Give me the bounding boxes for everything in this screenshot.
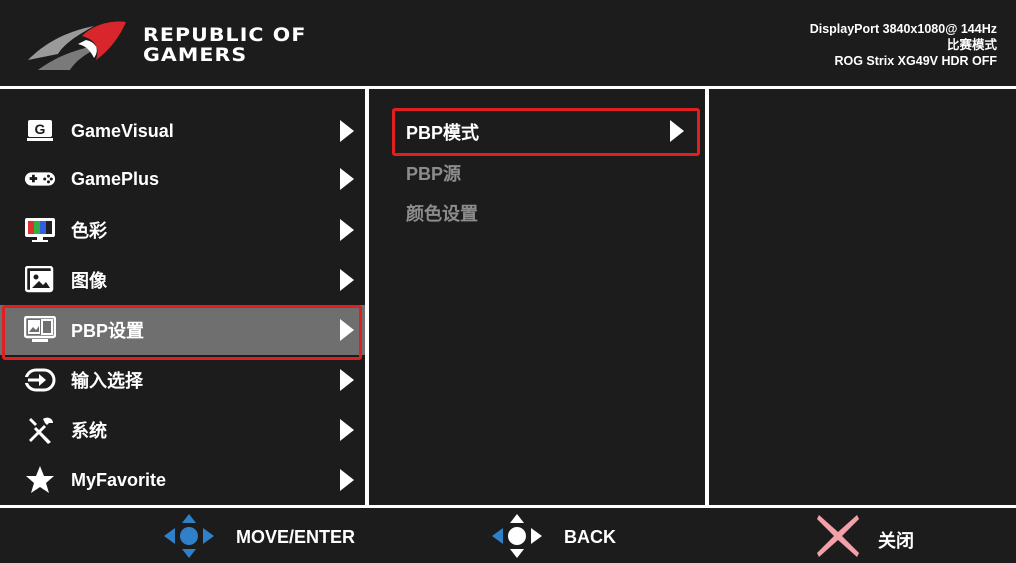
column-divider-1 xyxy=(365,89,369,505)
menu-item-label: MyFavorite xyxy=(71,469,167,490)
menu-item-gameplus[interactable]: GamePlus xyxy=(0,154,365,204)
menu-item-image[interactable]: 图像 xyxy=(0,255,365,305)
pbp-icon xyxy=(24,315,56,345)
chevron-right-icon xyxy=(340,469,354,491)
sub-menu: PBP模式 PBP源 颜色设置 xyxy=(369,89,705,505)
submenu-item-color-settings[interactable]: 颜色设置 xyxy=(406,204,478,224)
footer-divider xyxy=(0,505,1016,508)
submenu-item-pbp-source[interactable]: PBP源 xyxy=(406,164,462,184)
header-divider xyxy=(0,86,1016,89)
osd-header: REPUBLIC OF GAMERS DisplayPort 3840x1080… xyxy=(0,0,1016,86)
menu-item-label: PBP设置 xyxy=(71,321,145,341)
rog-eye-logo-icon xyxy=(28,21,126,70)
chevron-right-icon xyxy=(340,319,354,341)
color-monitor-icon xyxy=(24,215,56,245)
close-icon xyxy=(817,515,859,557)
footer-back-label: BACK xyxy=(564,527,616,547)
svg-text:G: G xyxy=(35,121,46,137)
menu-item-pbp-settings[interactable]: PBP设置 xyxy=(0,305,365,355)
osd-footer: MOVE/ENTER BACK 关闭 xyxy=(0,508,1016,563)
image-icon xyxy=(24,265,56,295)
brand-line-2: GAMERS xyxy=(143,44,248,66)
menu-item-label: 图像 xyxy=(71,271,107,291)
star-icon xyxy=(24,465,56,495)
gamevisual-icon: G xyxy=(24,116,56,146)
tools-icon xyxy=(24,415,56,445)
menu-item-label: GamePlus xyxy=(71,168,160,189)
menu-item-label: 系统 xyxy=(71,421,107,441)
main-menu: G GameVisual GamePlus xyxy=(0,89,365,505)
signal-status: DisplayPort 3840x1080@ 144Hz 比赛模式 ROG St… xyxy=(810,21,997,69)
status-model-hdr: ROG Strix XG49V HDR OFF xyxy=(834,54,997,68)
joystick-move-icon xyxy=(164,514,214,558)
footer-close-label: 关闭 xyxy=(878,531,914,551)
chevron-right-icon xyxy=(340,369,354,391)
chevron-right-icon xyxy=(340,168,354,190)
value-panel xyxy=(709,89,1016,505)
chevron-right-icon xyxy=(340,269,354,291)
menu-item-gamevisual[interactable]: G GameVisual xyxy=(0,106,365,156)
joystick-back-icon xyxy=(492,514,542,558)
column-divider-2 xyxy=(705,89,709,505)
status-mode: 比赛模式 xyxy=(946,38,997,52)
chevron-right-icon xyxy=(340,120,354,142)
input-icon xyxy=(24,365,56,395)
menu-item-myfavorite[interactable]: MyFavorite xyxy=(0,455,365,505)
gamepad-icon xyxy=(24,164,56,194)
brand-text: REPUBLIC OF GAMERS xyxy=(143,25,306,65)
status-input-resolution: DisplayPort 3840x1080@ 144Hz xyxy=(809,22,997,36)
footer-move-enter-label: MOVE/ENTER xyxy=(236,527,356,547)
menu-item-label: 色彩 xyxy=(71,221,107,241)
menu-item-input-select[interactable]: 输入选择 xyxy=(0,355,365,405)
chevron-right-icon xyxy=(340,219,354,241)
submenu-item-pbp-mode[interactable]: PBP模式 xyxy=(406,123,480,143)
chevron-right-icon xyxy=(670,120,684,142)
chevron-right-icon xyxy=(340,419,354,441)
menu-item-label: GameVisual xyxy=(71,120,174,141)
menu-item-color[interactable]: 色彩 xyxy=(0,205,365,255)
menu-item-system[interactable]: 系统 xyxy=(0,405,365,455)
menu-item-label: 输入选择 xyxy=(71,371,143,391)
brand-line-1: REPUBLIC OF xyxy=(143,24,307,46)
